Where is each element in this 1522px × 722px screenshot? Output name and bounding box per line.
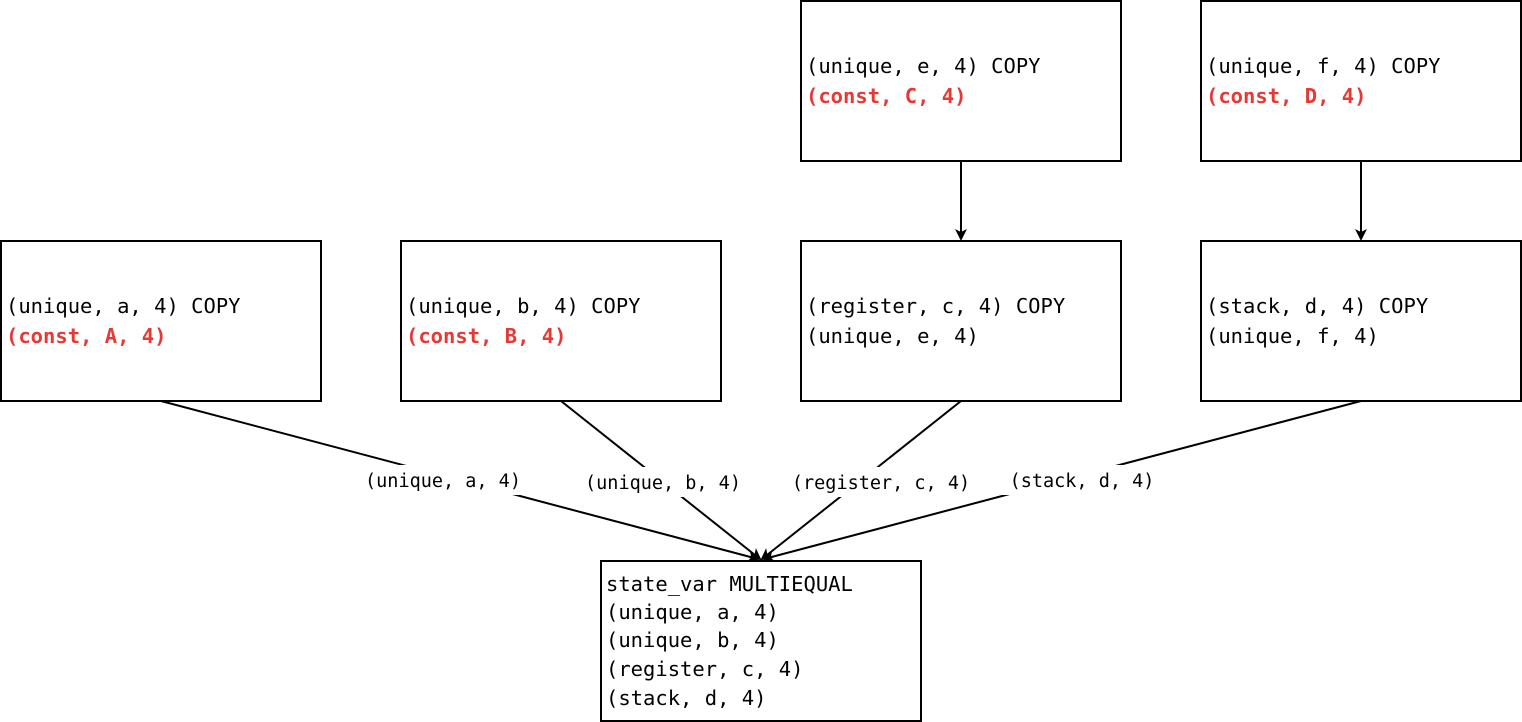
edge-label-c: (register, c, 4) bbox=[775, 467, 987, 497]
node-copy-e: (unique, e, 4) COPY (const, C, 4) bbox=[800, 0, 1122, 162]
edge-label-a: (unique, a, 4) bbox=[350, 465, 536, 495]
node-copy-d: (stack, d, 4) COPY (unique, f, 4) bbox=[1200, 240, 1522, 402]
edges bbox=[160, 161, 1367, 563]
node-copy-d-line-2: (unique, f, 4) bbox=[1206, 324, 1379, 348]
node-copy-d-line-1: (stack, d, 4) COPY bbox=[1206, 294, 1428, 318]
edge-label-d-text: (stack, d, 4) bbox=[1010, 471, 1155, 492]
node-copy-f-line-1: (unique, f, 4) COPY bbox=[1206, 54, 1441, 78]
node-copy-c: (register, c, 4) COPY (unique, e, 4) bbox=[800, 240, 1122, 402]
node-copy-a: (unique, a, 4) COPY (const, A, 4) bbox=[0, 240, 322, 402]
node-copy-a-line-1: (unique, a, 4) COPY bbox=[6, 294, 241, 318]
node-multiequal: state_var MULTIEQUAL (unique, a, 4) (uni… bbox=[600, 560, 922, 722]
node-multiequal-line-5: (stack, d, 4) bbox=[606, 686, 766, 710]
node-copy-c-line-1: (register, c, 4) COPY bbox=[806, 294, 1065, 318]
edge-label-b-text: (unique, b, 4) bbox=[585, 473, 741, 494]
edge-label-b: (unique, b, 4) bbox=[570, 467, 756, 497]
edge-label-d: (stack, d, 4) bbox=[995, 465, 1169, 495]
node-copy-b-line-2: (const, B, 4) bbox=[406, 324, 566, 348]
node-copy-e-line-1: (unique, e, 4) COPY bbox=[806, 54, 1041, 78]
edge-label-c-text: (register, c, 4) bbox=[792, 473, 970, 494]
edge-labels: (unique, a, 4) (unique, b, 4) (register,… bbox=[350, 465, 1169, 497]
node-copy-f: (unique, f, 4) COPY (const, D, 4) bbox=[1200, 0, 1522, 162]
node-multiequal-line-4: (register, c, 4) bbox=[606, 657, 803, 681]
node-copy-a-line-2: (const, A, 4) bbox=[6, 324, 166, 348]
node-multiequal-line-3: (unique, b, 4) bbox=[606, 628, 779, 652]
edge-label-a-text: (unique, a, 4) bbox=[365, 471, 521, 492]
node-multiequal-line-2: (unique, a, 4) bbox=[606, 600, 779, 624]
node-copy-b-line-1: (unique, b, 4) COPY bbox=[406, 294, 641, 318]
node-copy-c-line-2: (unique, e, 4) bbox=[806, 324, 979, 348]
node-multiequal-line-1: state_var MULTIEQUAL bbox=[606, 572, 853, 596]
node-copy-f-line-2: (const, D, 4) bbox=[1206, 84, 1366, 108]
node-copy-e-line-2: (const, C, 4) bbox=[806, 84, 966, 108]
node-copy-b: (unique, b, 4) COPY (const, B, 4) bbox=[400, 240, 722, 402]
